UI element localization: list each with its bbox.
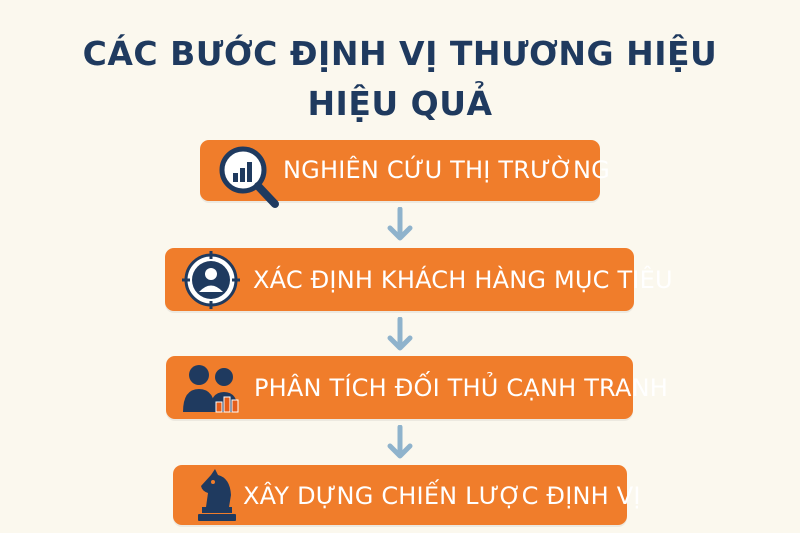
people-bar-chart-icon: [180, 362, 244, 420]
target-person-icon: [182, 251, 240, 313]
step-label: XÁC ĐỊNH KHÁCH HÀNG MỤC TIÊU: [253, 266, 673, 294]
arrow-down-icon: [386, 316, 414, 357]
step-label: NGHIÊN CỨU THỊ TRƯỜNG: [283, 156, 610, 184]
step-positioning-strategy: XÂY DỰNG CHIẾN LƯỢC ĐỊNH VỊ: [173, 465, 640, 527]
step-market-research: NGHIÊN CỨU THỊ TRƯỜNG: [200, 140, 610, 208]
title-line-1: CÁC BƯỚC ĐỊNH VỊ THƯƠNG HIỆU: [82, 34, 718, 73]
title-line-2: HIỆU QUẢ: [307, 84, 493, 123]
step-label: PHÂN TÍCH ĐỐI THỦ CẠNH TRANH: [254, 374, 668, 402]
step-target-customer: XÁC ĐỊNH KHÁCH HÀNG MỤC TIÊU: [165, 248, 673, 313]
chess-knight-icon: [193, 467, 241, 527]
magnifier-chart-icon: [215, 142, 285, 216]
arrow-down-icon: [386, 206, 414, 247]
step-label: XÂY DỰNG CHIẾN LƯỢC ĐỊNH VỊ: [243, 482, 641, 510]
step-competitor-analysis: PHÂN TÍCH ĐỐI THỦ CẠNH TRANH: [166, 356, 668, 420]
arrow-down-icon: [386, 424, 414, 465]
